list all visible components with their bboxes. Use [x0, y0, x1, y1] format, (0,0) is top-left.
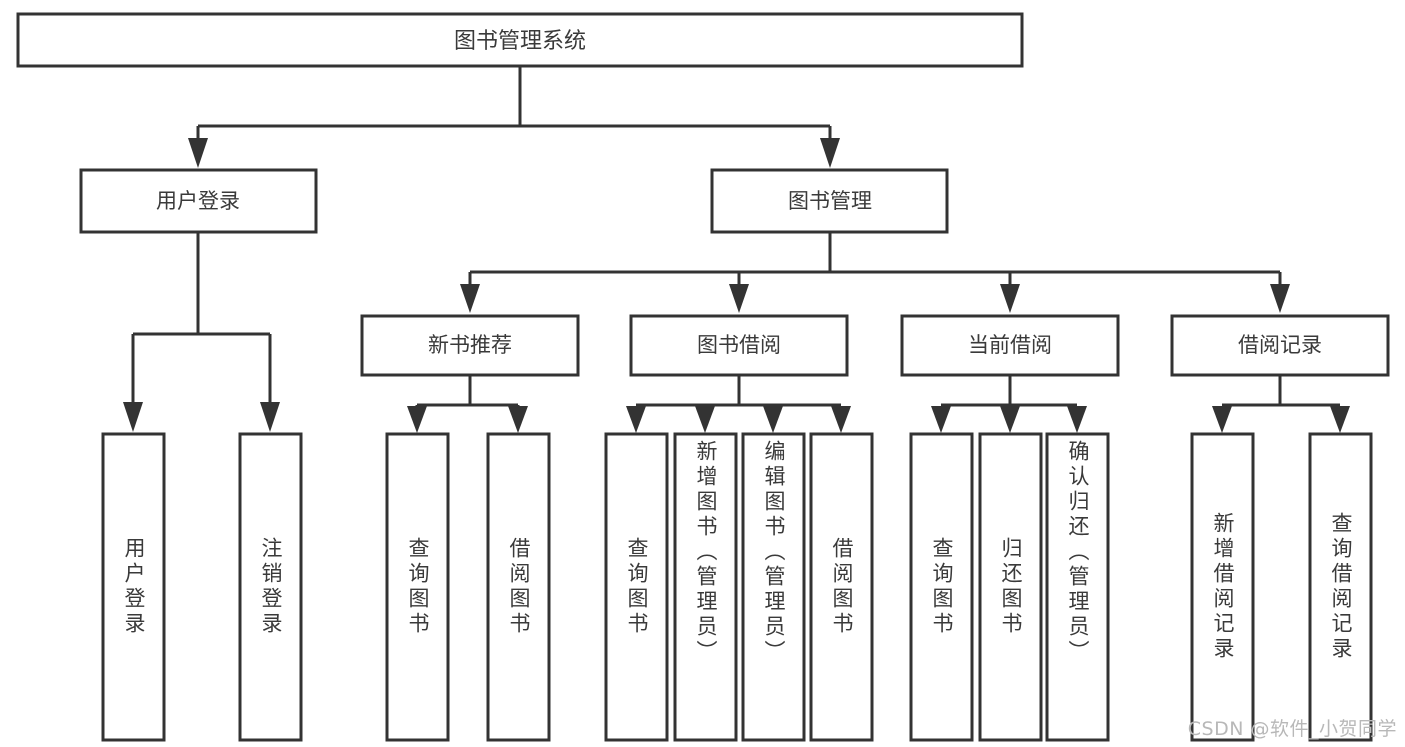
node-current-borrow-label: 当前借阅 [968, 333, 1052, 357]
leaf-boxes-group [101, 432, 1373, 742]
node-book-management[interactable]: 图书管理 [710, 168, 949, 234]
node-book-management-box [710, 168, 949, 234]
leaf-box-borrow-book-1[interactable] [486, 432, 551, 742]
connector-group-record [1212, 375, 1350, 433]
arrow-head-icon [260, 402, 280, 432]
node-new-book-recommend-box [360, 314, 580, 377]
node-book-borrow-box [629, 314, 849, 377]
node-borrow-record-label: 借阅记录 [1238, 333, 1322, 357]
leaf-box-query-book-1[interactable] [385, 432, 450, 742]
arrow-head-icon [695, 406, 715, 433]
leaf-box-confirm-return-admin[interactable] [1045, 432, 1110, 742]
leaf-box-query-book-3[interactable] [909, 432, 974, 742]
arrow-head-icon [831, 406, 851, 433]
leaf-box-user-login[interactable] [101, 432, 166, 742]
connector-group-borrow [626, 375, 851, 433]
arrow-head-icon [1067, 406, 1087, 433]
node-book-borrow-label: 图书借阅 [697, 333, 781, 357]
leaf-box-return-book[interactable] [978, 432, 1043, 742]
leaf-box-logout[interactable] [238, 432, 303, 742]
connector-group-bookmgmt [460, 232, 1290, 313]
node-user-login-label: 用户登录 [156, 189, 240, 213]
arrow-head-icon [763, 406, 783, 433]
node-user-login-box [79, 168, 318, 234]
arrow-head-icon [1000, 284, 1020, 313]
connector-group-userlogin [123, 232, 280, 432]
arrow-head-icon [820, 138, 840, 168]
arrow-head-icon [1270, 284, 1290, 313]
node-book-borrow[interactable]: 图书借阅 [629, 314, 849, 377]
node-book-management-label: 图书管理 [788, 189, 872, 213]
node-current-borrow-box [900, 314, 1120, 377]
node-root-box [16, 12, 1024, 68]
node-borrow-record[interactable]: 借阅记录 [1170, 314, 1390, 377]
arrow-head-icon [1212, 406, 1232, 433]
csdn-watermark: CSDN @软件_小贺同学 [1187, 718, 1397, 740]
arrow-head-icon [626, 406, 646, 433]
arrow-head-icon [931, 406, 951, 433]
arrow-head-icon [407, 406, 427, 433]
leaf-box-add-book-admin[interactable] [673, 432, 738, 742]
connector-group-current [931, 375, 1087, 433]
arrow-head-icon [1000, 406, 1020, 433]
connector-group-newbook [407, 375, 528, 433]
arrow-head-icon [460, 284, 480, 313]
connector-group-root [188, 66, 840, 168]
arrow-head-icon [123, 402, 143, 432]
node-root-label: 图书管理系统 [454, 29, 586, 54]
leaf-box-edit-book-admin[interactable] [741, 432, 806, 742]
node-new-book-recommend[interactable]: 新书推荐 [360, 314, 580, 377]
leaf-box-borrow-book-2[interactable] [809, 432, 874, 742]
arrow-head-icon [508, 406, 528, 433]
leaf-box-query-book-2[interactable] [604, 432, 669, 742]
arrow-head-icon [1330, 406, 1350, 433]
node-new-book-recommend-label: 新书推荐 [428, 333, 512, 357]
node-borrow-record-box [1170, 314, 1390, 377]
leaf-box-add-borrow-record[interactable] [1190, 432, 1255, 742]
node-current-borrow[interactable]: 当前借阅 [900, 314, 1120, 377]
leaf-box-query-borrow-record[interactable] [1308, 432, 1373, 742]
arrow-head-icon [729, 284, 749, 313]
node-user-login[interactable]: 用户登录 [79, 168, 318, 234]
node-root-book-system[interactable]: 图书管理系统 [16, 12, 1024, 68]
arrow-head-icon [188, 138, 208, 168]
